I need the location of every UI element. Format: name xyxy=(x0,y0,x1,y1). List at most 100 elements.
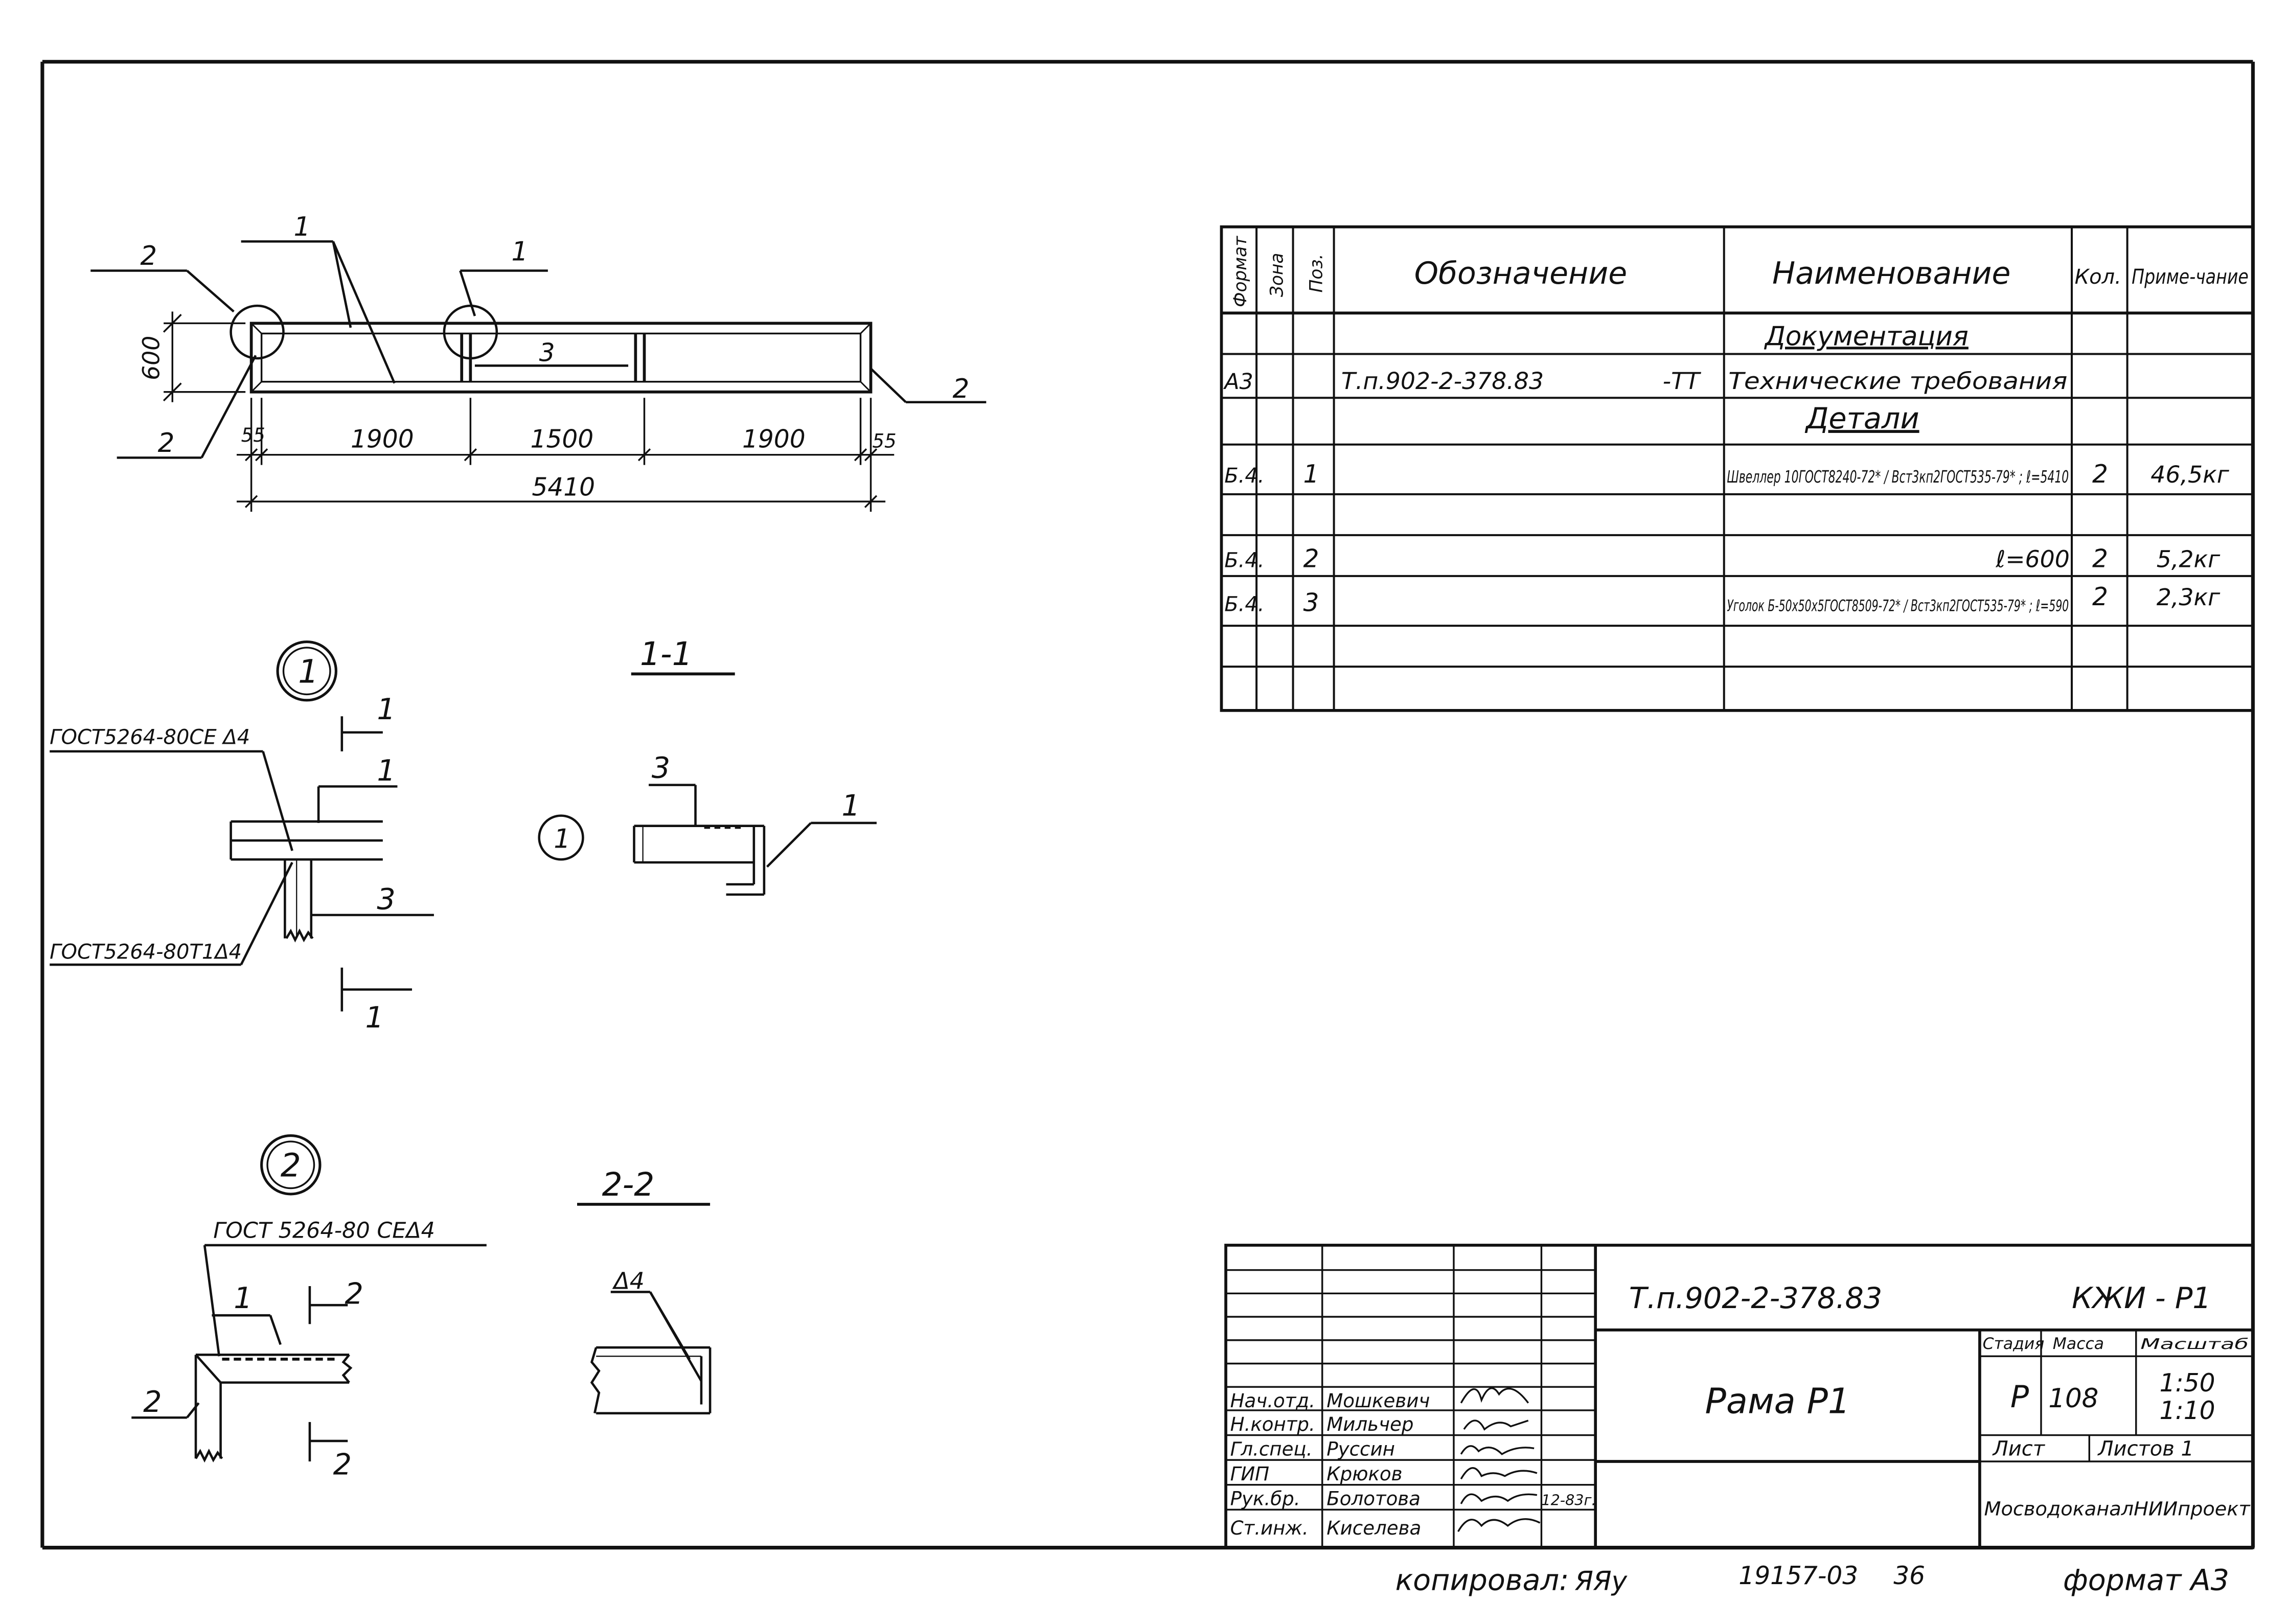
row-pos2-name: ℓ=600 xyxy=(1995,546,2069,573)
section-2-2-weld: Δ4 xyxy=(612,1268,644,1295)
dim-5410: 5410 xyxy=(532,473,595,502)
staff-role-1: Нач.отд. xyxy=(1230,1390,1315,1412)
row-pos2-qty: 2 xyxy=(2092,545,2108,574)
title-doc-number: Т.п.902-2-378.83 xyxy=(1629,1282,1882,1315)
staff-name-4: Крюков xyxy=(1326,1463,1402,1485)
weld-note-top: ГОСТ5264-80СЕ Δ4 xyxy=(50,726,250,749)
dim-1900-right: 1900 xyxy=(742,425,806,453)
weld-note-2: ГОСТ 5264-80 СЕΔ4 xyxy=(213,1218,435,1244)
header-format: Формат xyxy=(1230,236,1251,307)
header-name: Наименование xyxy=(1772,256,2010,291)
sheets-label: Листов 1 xyxy=(2097,1437,2194,1461)
scale-value-2: 1:10 xyxy=(2159,1397,2215,1425)
row-pos2-note: 5,2кг xyxy=(2157,546,2221,573)
row-pos3-pos: 3 xyxy=(1303,588,1319,617)
row-pos2-pos: 2 xyxy=(1303,545,1319,574)
header-note: Приме-чание xyxy=(2132,265,2249,289)
row-documentation-name: Документация xyxy=(1764,321,1969,352)
row-pos1-name: Швеллер 10ГОСТ8240-72* / Вст3кп2ГОСТ535-… xyxy=(1727,467,2069,487)
detail-2-marker: 2 xyxy=(281,1147,301,1184)
dim-height-600: 600 xyxy=(138,336,165,380)
title-code: КЖИ - Р1 xyxy=(2072,1282,2211,1315)
row-pos3-note: 2,3кг xyxy=(2157,584,2221,611)
staff-name-5: Болотова xyxy=(1326,1488,1421,1510)
staff-name-1: Мошкевич xyxy=(1326,1390,1430,1412)
section-2-2-label: 2-2 xyxy=(602,1166,655,1203)
callout-3: 3 xyxy=(539,339,555,368)
section-1-1-marker-circle xyxy=(538,814,584,861)
row-2-designation-suffix: -ТТ xyxy=(1663,368,1701,395)
title-name: Рама Р1 xyxy=(1705,1381,1850,1422)
mass-header: Масса xyxy=(2053,1335,2104,1353)
callout-2-right: 2 xyxy=(953,374,970,404)
copied-label: копировал: xyxy=(1395,1564,1569,1597)
staff-name-3: Руссин xyxy=(1326,1438,1395,1460)
staff-role-6: Ст.инж. xyxy=(1230,1517,1309,1539)
header-qty: Кол. xyxy=(2075,265,2121,289)
spec-table: Формат Зона Поз. Обозначение Наименовани… xyxy=(1220,225,2255,712)
row-2-name: Технические требования xyxy=(1728,368,2067,395)
staff-role-3: Гл.спец. xyxy=(1230,1438,1313,1460)
dim-55-left: 55 xyxy=(241,424,265,446)
header-designation: Обозначение xyxy=(1414,256,1627,291)
callout-1-left: 1 xyxy=(294,212,311,242)
detail-2-marker-circle xyxy=(260,1134,322,1196)
order-number: 19157-03 xyxy=(1738,1562,1858,1590)
header-pos: Поз. xyxy=(1307,254,1327,293)
staff-role-2: Н.контр. xyxy=(1230,1413,1315,1435)
weld-note-bottom: ГОСТ5264-80Т1Δ4 xyxy=(50,941,242,964)
scale-value-1: 1:50 xyxy=(2159,1369,2215,1398)
row-2-format: А3 xyxy=(1223,369,1253,395)
cut-2-top: 2 xyxy=(345,1277,363,1311)
format-label: формат А3 xyxy=(2063,1564,2229,1597)
row-pos3-name: Уголок Б-50х50х5ГОСТ8509-72* / Вст3кп2ГО… xyxy=(1727,597,2069,615)
dim-55-right: 55 xyxy=(872,430,896,452)
row-pos3-qty: 2 xyxy=(2092,583,2108,611)
callout-2-top: 2 xyxy=(140,241,157,271)
staff-name-6: Киселева xyxy=(1326,1517,1421,1539)
page-number: 36 xyxy=(1893,1562,1925,1590)
cut-1-bottom: 1 xyxy=(365,1001,384,1035)
detail-1-label-3: 3 xyxy=(377,883,395,917)
scale-header: Масштаб xyxy=(2140,1335,2249,1353)
staff-role-5: Рук.бр. xyxy=(1230,1488,1300,1510)
row-pos1-note: 46,5кг xyxy=(2150,461,2229,488)
stage-header: Стадия xyxy=(1983,1335,2045,1353)
callout-1-right: 1 xyxy=(511,237,528,267)
cut-2-bottom: 2 xyxy=(333,1448,352,1482)
row-pos1-format: Б.4. xyxy=(1224,464,1264,488)
detail-1-label-1: 1 xyxy=(377,754,395,788)
footer: копировал: ЯЯу 19157-03 36 формат А3 xyxy=(1395,1562,2229,1597)
copied-signature: ЯЯу xyxy=(1574,1566,1628,1597)
mass-value: 108 xyxy=(2048,1383,2098,1414)
callout-2-bottom: 2 xyxy=(158,428,175,459)
row-pos2-format: Б.4. xyxy=(1224,549,1264,573)
stage-value: Р xyxy=(2010,1379,2029,1415)
frame-plan-view: 2 1 1 3 2 2 600 xyxy=(90,212,987,512)
date-fragment: 12-83г. xyxy=(1541,1492,1596,1509)
staff-role-4: ГИП xyxy=(1230,1463,1269,1485)
detail-2: 2 ГОСТ 5264-80 СЕΔ4 2 2 1 2 2-2 xyxy=(131,1134,712,1482)
signatures xyxy=(1457,1387,1541,1532)
row-pos3-format: Б.4. xyxy=(1224,592,1264,616)
staff-name-2: Мильчер xyxy=(1326,1413,1413,1435)
row-pos1-pos: 1 xyxy=(1303,460,1319,489)
dim-1500: 1500 xyxy=(531,425,594,453)
section-1-1-label: 1-1 xyxy=(640,635,693,673)
dim-1900-left: 1900 xyxy=(351,425,414,453)
section-1-1-label-3: 3 xyxy=(652,751,670,785)
sheet-label: Лист xyxy=(1992,1437,2046,1461)
section-1-1-marker: 1 xyxy=(554,824,570,855)
row-pos1-qty: 2 xyxy=(2092,460,2108,489)
detail-1-marker-circle xyxy=(276,640,337,702)
row-details-name: Детали xyxy=(1804,402,1919,436)
header-zone: Зона xyxy=(1267,253,1288,297)
cut-1-top: 1 xyxy=(377,693,395,726)
detail-1: 1 1 1 1 3 ГОСТ5264-80СЕ Δ4 ГОСТ5 xyxy=(50,635,877,1035)
detail-2-label-1: 1 xyxy=(234,1282,252,1315)
row-2-designation: Т.п.902-2-378.83 xyxy=(1341,368,1544,395)
section-1-1-label-1: 1 xyxy=(841,789,860,823)
title-block: Т.п.902-2-378.83 КЖИ - Р1 Рама Р1 Стадия… xyxy=(1224,1244,2255,1549)
detail-1-marker: 1 xyxy=(298,653,318,691)
